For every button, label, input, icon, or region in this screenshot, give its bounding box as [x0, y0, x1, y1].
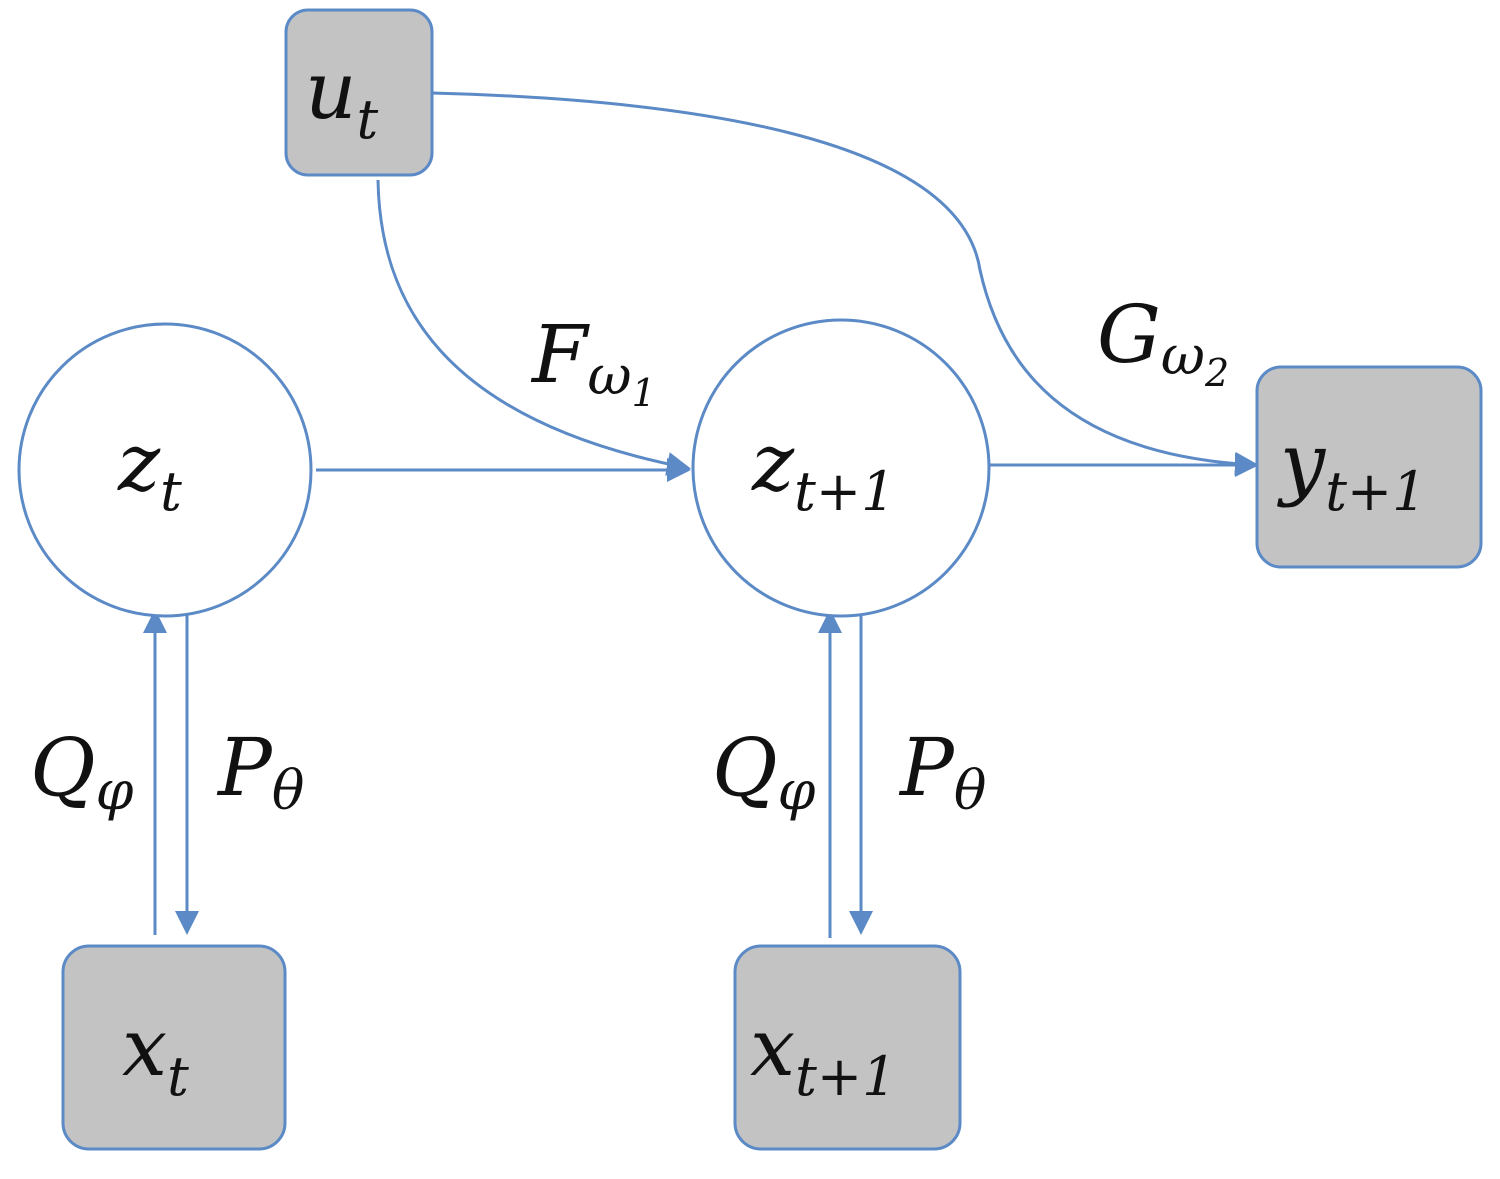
node-z-t: zt — [17, 322, 313, 618]
node-u-t: ut — [284, 8, 434, 177]
svg-text:zt: zt — [117, 416, 182, 523]
svg-text:Qφ: Qφ — [30, 721, 134, 822]
label-P-theta-right: Pθ — [898, 721, 986, 822]
node-z-t-plus-1: zt+1 — [691, 318, 991, 618]
svg-text:Pθ: Pθ — [898, 721, 986, 822]
svg-text:Gω2: Gω2 — [1097, 288, 1229, 395]
svg-text:ut: ut — [305, 44, 379, 151]
label-P-theta-left: Pθ — [216, 721, 304, 822]
svg-text:zt+1: zt+1 — [751, 416, 895, 523]
label-F-omega-1: Fω1 — [530, 308, 656, 415]
svg-text:xt: xt — [122, 1001, 189, 1108]
label-G-omega-2: Gω2 — [1097, 288, 1229, 395]
label-Q-phi-left: Qφ — [30, 721, 134, 822]
svg-text:Fω1: Fω1 — [530, 308, 656, 415]
node-x-t: xt — [61, 944, 287, 1151]
svg-text:Pθ: Pθ — [216, 721, 304, 822]
svg-text:yt+1: yt+1 — [1277, 416, 1427, 523]
svg-text:Qφ: Qφ — [712, 721, 816, 822]
edge-ut-to-zt1 — [376, 179, 691, 476]
svg-text:xt+1: xt+1 — [750, 1001, 896, 1108]
label-Q-phi-right: Qφ — [712, 721, 816, 822]
edge-ut-to-yt1 — [431, 91, 1259, 476]
node-y-t-plus-1: yt+1 — [1255, 365, 1483, 569]
node-x-t-plus-1: xt+1 — [733, 944, 962, 1151]
